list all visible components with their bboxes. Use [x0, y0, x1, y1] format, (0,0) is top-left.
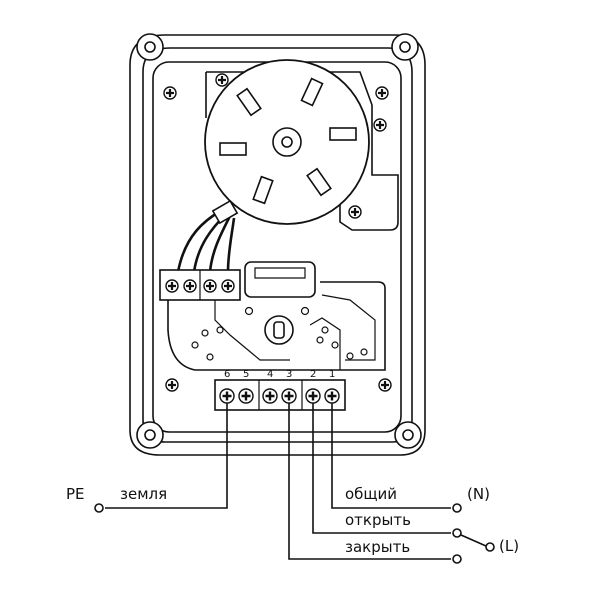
wire-ground	[105, 403, 228, 509]
terminal-number: 5	[243, 369, 249, 380]
terminal-screw-icon	[220, 278, 236, 294]
motor-slot	[306, 167, 332, 197]
terminal-number: 1	[329, 369, 335, 380]
motor-slot	[329, 127, 357, 141]
motor-screw-icon	[347, 204, 363, 220]
circuit-track	[214, 300, 290, 361]
motor-shaft-outer	[272, 127, 302, 157]
terminal-screw-icon	[261, 387, 279, 405]
wire-close	[288, 403, 451, 560]
circuit-track	[321, 294, 376, 361]
mounting-ear-bottom-left	[136, 421, 164, 449]
mounting-ear-bottom-right	[394, 421, 422, 449]
motor-slot	[219, 142, 247, 156]
mounting-ear-top-right	[391, 33, 419, 61]
lid-screw-icon	[162, 85, 178, 101]
capacitor	[244, 261, 316, 298]
label-ground: земля	[120, 485, 167, 503]
wire-clamp	[211, 199, 239, 225]
terminal-number: 4	[267, 369, 273, 380]
terminal-screw-icon	[202, 278, 218, 294]
terminal-pe-node	[94, 503, 104, 513]
switch-close-contact	[452, 554, 462, 564]
motor-screw-icon	[372, 117, 388, 133]
terminal-number: 6	[224, 369, 230, 380]
mounting-ear-top-left	[136, 33, 164, 61]
wire-open	[312, 403, 451, 534]
label-common: общий	[345, 485, 397, 503]
terminal-screw-icon	[182, 278, 198, 294]
switch-open-contact	[452, 528, 462, 538]
label-neutral: (N)	[467, 485, 490, 503]
motor	[176, 59, 399, 273]
motor-wire	[208, 215, 232, 273]
label-open: открыть	[345, 511, 411, 529]
board-holes	[191, 306, 368, 361]
housing-outer	[129, 34, 426, 456]
circuit-board	[167, 281, 386, 371]
wire-common	[331, 403, 451, 509]
terminal-screw-icon	[237, 387, 255, 405]
terminal-number: 2	[310, 369, 316, 380]
lid-screw-icon	[374, 85, 390, 101]
lid-screw-icon	[164, 377, 180, 393]
motor-slot	[300, 77, 324, 107]
switch-lever	[460, 534, 487, 547]
terminal-number: 3	[286, 369, 292, 380]
terminal-screw-icon	[323, 387, 341, 405]
external-terminal-block: 6 5 4 3 2 1	[214, 369, 346, 411]
circuit-track	[309, 317, 341, 370]
motor-screw-icon	[214, 72, 230, 88]
capacitor-band	[254, 267, 306, 279]
motor-bracket	[206, 71, 399, 231]
motor-shaft-inner	[281, 136, 293, 148]
terminal-screw-icon	[218, 387, 236, 405]
motor-slot	[236, 87, 262, 117]
label-close: закрыть	[345, 538, 410, 556]
motor-wire	[226, 217, 236, 273]
label-line: (L)	[499, 537, 519, 555]
terminal-screw-icon	[280, 387, 298, 405]
housing	[129, 33, 426, 456]
motor-housing	[204, 59, 370, 225]
terminal-screw-icon	[164, 278, 180, 294]
switch-pivot	[485, 542, 495, 552]
motor-slot	[252, 175, 274, 205]
label-pe: PE	[66, 485, 85, 503]
terminal-n-node	[452, 503, 462, 513]
external-wiring	[94, 403, 495, 564]
lid-screw-icon	[377, 377, 393, 393]
motor-wire	[176, 208, 223, 273]
internal-board	[159, 261, 386, 371]
terminal-screw-icon	[304, 387, 322, 405]
